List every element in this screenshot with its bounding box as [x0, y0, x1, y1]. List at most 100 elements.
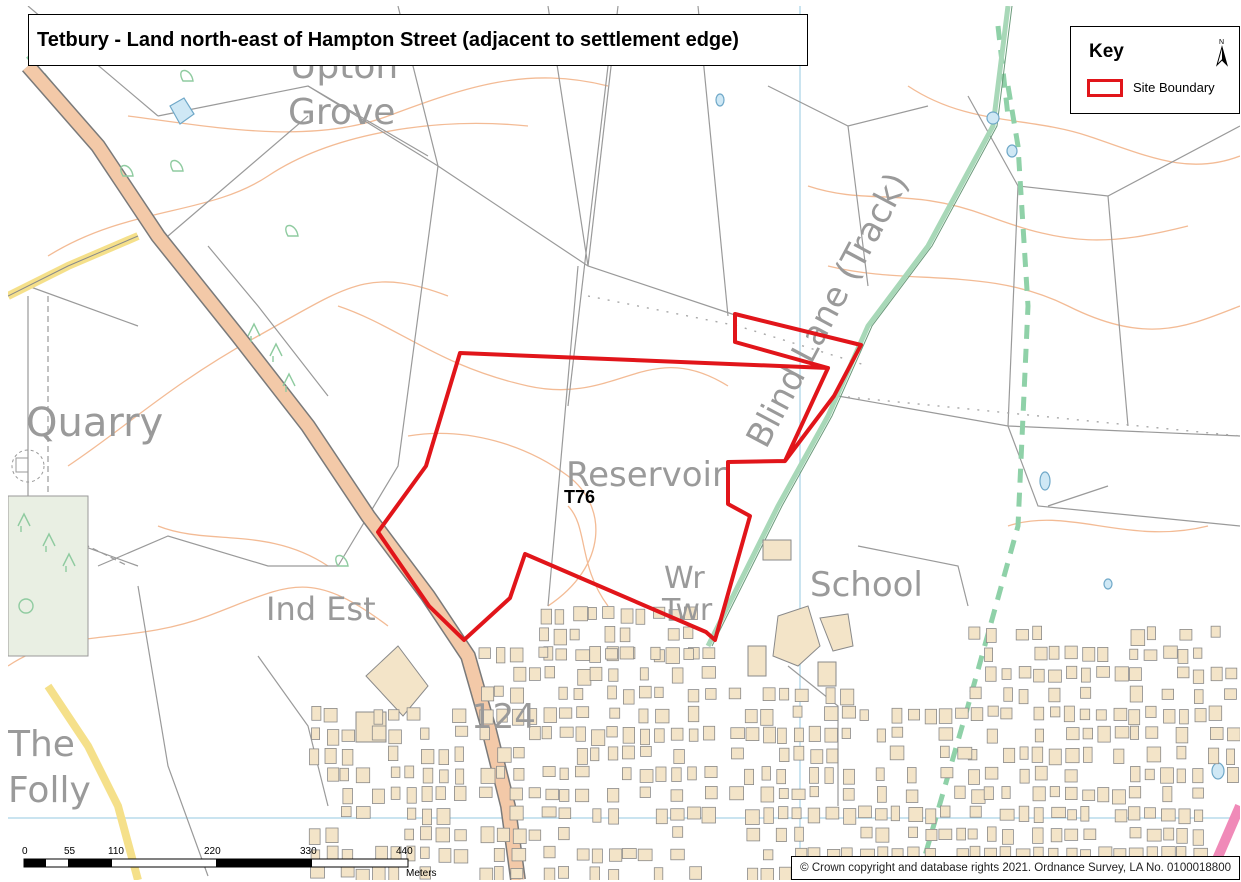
house-building — [671, 667, 684, 684]
house-building — [388, 729, 402, 745]
house-building — [728, 687, 742, 700]
house-building — [1034, 646, 1048, 661]
house-building — [454, 829, 467, 842]
house-building — [684, 606, 698, 620]
road-number-label: 124 — [471, 697, 536, 737]
house-building — [355, 767, 371, 784]
house-building — [589, 866, 601, 880]
house-building — [542, 766, 556, 778]
house-building — [970, 707, 984, 722]
house-building — [1161, 688, 1174, 700]
place-label-folly: Folly — [8, 770, 91, 811]
house-building — [938, 727, 954, 741]
house-building — [760, 786, 775, 803]
house-building — [761, 766, 771, 781]
house-building — [1128, 709, 1141, 726]
house-building — [308, 828, 321, 845]
house-building — [544, 666, 556, 679]
house-building — [730, 727, 745, 740]
place-label-quarry: Quarry — [26, 400, 163, 446]
house-building — [701, 806, 716, 824]
house-building — [1210, 727, 1224, 740]
house-building — [1032, 786, 1046, 802]
house-building — [655, 708, 670, 724]
house-building — [967, 828, 978, 840]
house-building — [1129, 827, 1142, 839]
house-building — [1032, 625, 1042, 641]
house-building — [541, 726, 552, 740]
house-building — [421, 808, 432, 826]
house-building — [512, 828, 527, 844]
house-building — [891, 726, 904, 738]
house-building — [420, 826, 432, 841]
house-building — [387, 709, 400, 721]
house-building — [545, 788, 559, 801]
house-building — [779, 866, 792, 880]
house-building — [623, 689, 635, 705]
house-building — [479, 726, 490, 741]
place-label-the: The — [8, 724, 75, 765]
site-reference-label: T76 — [564, 487, 595, 507]
house-building — [1146, 746, 1162, 763]
house-building — [1163, 827, 1175, 841]
house-building — [1226, 748, 1235, 766]
house-building — [957, 746, 973, 760]
house-building — [702, 647, 716, 659]
house-building — [591, 729, 606, 746]
house-building — [654, 728, 665, 743]
house-building — [1066, 727, 1080, 741]
house-building — [589, 666, 603, 681]
house-building — [1079, 708, 1091, 721]
house-building — [1066, 665, 1078, 679]
house-building — [540, 608, 552, 625]
site-boundary-swatch — [1087, 79, 1123, 97]
house-building — [1145, 705, 1157, 718]
house-building — [1176, 828, 1188, 844]
house-building — [672, 826, 684, 838]
house-building — [1176, 768, 1186, 784]
house-building — [1129, 667, 1142, 681]
house-building — [607, 685, 617, 700]
house-building — [779, 687, 790, 701]
house-building — [509, 647, 524, 663]
house-building — [607, 788, 620, 803]
house-building — [1064, 645, 1078, 660]
house-building — [635, 608, 646, 625]
house-building — [1179, 629, 1193, 641]
house-building — [602, 606, 615, 619]
house-building — [325, 827, 339, 844]
house-building — [842, 788, 855, 801]
house-building — [577, 669, 592, 686]
house-building — [924, 708, 938, 725]
house-building — [1097, 787, 1110, 803]
house-building — [956, 827, 966, 841]
house-building — [905, 789, 919, 803]
house-building — [986, 728, 998, 744]
house-building — [435, 827, 451, 843]
north-letter: N — [1219, 39, 1224, 46]
house-building — [889, 745, 905, 761]
house-building — [745, 809, 760, 825]
house-building — [1227, 767, 1239, 784]
house-building — [480, 767, 496, 784]
house-building — [999, 808, 1015, 821]
house-building — [559, 767, 569, 780]
house-building — [342, 788, 353, 805]
house-building — [608, 668, 619, 682]
house-building — [573, 606, 588, 622]
house-building — [687, 689, 700, 703]
house-building — [1194, 708, 1207, 723]
house-building — [576, 848, 590, 861]
house-building — [1063, 705, 1075, 723]
house-building — [554, 609, 565, 625]
house-building — [509, 787, 523, 801]
house-building — [421, 786, 433, 802]
scale-tick-440: 440 — [396, 846, 413, 857]
house-building — [908, 708, 921, 721]
house-building — [1034, 765, 1048, 781]
house-building — [1129, 648, 1139, 660]
house-building — [1208, 705, 1223, 721]
house-building — [987, 705, 999, 717]
house-building — [559, 789, 570, 802]
house-building — [1128, 786, 1142, 799]
